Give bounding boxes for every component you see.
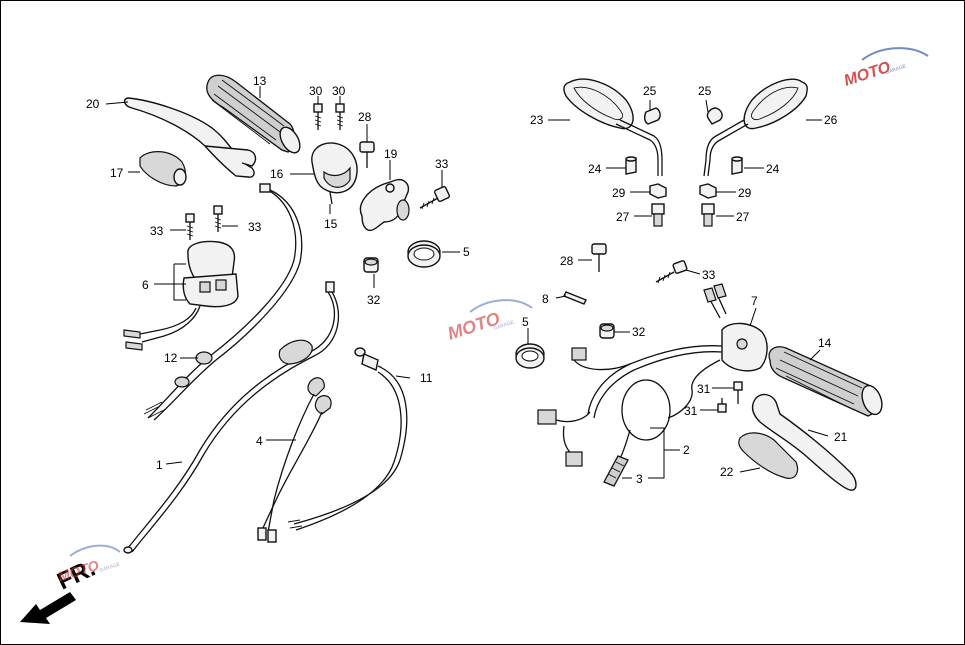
mirror-holder-left bbox=[359, 178, 410, 232]
callout-8: 8 bbox=[542, 292, 549, 306]
callout-6: 6 bbox=[142, 278, 149, 292]
band-clip-right bbox=[515, 343, 545, 369]
choke-cable bbox=[287, 347, 408, 531]
brake-light-switch-wire bbox=[603, 379, 671, 487]
nut-29-right bbox=[699, 183, 717, 199]
callout-29-left: 29 bbox=[612, 186, 626, 200]
callout-7: 7 bbox=[751, 294, 758, 308]
callout-32-left: 32 bbox=[367, 293, 381, 307]
callout-23: 23 bbox=[530, 113, 544, 127]
front-direction-arrow-icon bbox=[20, 592, 76, 624]
callout-24-right: 24 bbox=[766, 162, 780, 176]
throttle-cable bbox=[123, 281, 339, 554]
callout-33-left-b: 33 bbox=[248, 220, 262, 234]
left-grip bbox=[206, 74, 301, 154]
mirror-cap-left bbox=[643, 107, 661, 125]
mirror-left bbox=[563, 78, 663, 176]
callout-16: 16 bbox=[270, 167, 284, 181]
callout-27-right: 27 bbox=[736, 210, 750, 224]
callout-29-right: 29 bbox=[738, 186, 752, 200]
nut-32-right bbox=[599, 323, 615, 339]
screw-31-upper bbox=[733, 381, 743, 404]
clutch-switch-wire bbox=[257, 377, 332, 543]
adaptor-27-left bbox=[651, 203, 665, 227]
callout-28-right: 28 bbox=[560, 254, 574, 268]
screw-31-lower bbox=[717, 398, 727, 413]
callout-25-right: 25 bbox=[698, 84, 712, 98]
bolt-33-upper bbox=[419, 185, 451, 210]
right-grip bbox=[768, 346, 883, 417]
screw-33-b bbox=[213, 205, 223, 232]
mirror-cap-right bbox=[706, 107, 723, 125]
callout-26: 26 bbox=[824, 113, 838, 127]
callout-33-right: 33 bbox=[702, 268, 716, 282]
callout-25-left: 25 bbox=[643, 84, 657, 98]
mirror-right bbox=[703, 78, 808, 177]
clutch-lever bbox=[123, 97, 257, 178]
callout-30-right: 30 bbox=[332, 84, 346, 98]
callout-leaders bbox=[105, 86, 829, 479]
callout-5-right: 5 bbox=[522, 315, 529, 329]
bolt-33-right bbox=[655, 260, 688, 284]
screw-33-a bbox=[185, 213, 195, 240]
lever-cover bbox=[139, 151, 187, 187]
left-handlebar-switch bbox=[123, 240, 239, 351]
callout-28-left: 28 bbox=[358, 110, 372, 124]
throttle-housing bbox=[311, 142, 358, 205]
brake-lever bbox=[751, 393, 857, 491]
screw-30-right bbox=[335, 103, 345, 130]
pin-8 bbox=[563, 291, 587, 305]
callout-31-lower: 31 bbox=[684, 404, 698, 418]
callout-22: 22 bbox=[720, 465, 734, 479]
callout-21: 21 bbox=[834, 430, 848, 444]
callout-15: 15 bbox=[324, 217, 338, 231]
svg-text:GARAGE: GARAGE bbox=[99, 561, 122, 574]
callout-numbers: 13 30 30 28 19 33 20 17 16 15 33 33 6 12… bbox=[86, 74, 848, 486]
callout-4: 4 bbox=[256, 434, 263, 448]
band-clip-left bbox=[407, 240, 441, 268]
callout-30-left: 30 bbox=[309, 84, 323, 98]
watermark-logo-middle: MOTO GARAGE bbox=[445, 299, 533, 344]
callout-33-upper: 33 bbox=[435, 157, 449, 171]
nut-29-left bbox=[649, 183, 667, 199]
callout-14: 14 bbox=[818, 336, 832, 350]
bolt-28-right bbox=[591, 243, 607, 272]
callout-33-left-a: 33 bbox=[150, 224, 164, 238]
callout-3: 3 bbox=[636, 472, 643, 486]
adaptor-27-right bbox=[701, 203, 715, 227]
watermark-logo-top-right: MOTO GARAGE bbox=[842, 47, 929, 90]
callout-5-left: 5 bbox=[463, 245, 470, 259]
nut-32-left bbox=[363, 257, 379, 273]
callout-1: 1 bbox=[156, 458, 163, 472]
callout-17: 17 bbox=[110, 166, 124, 180]
callout-13: 13 bbox=[253, 74, 267, 88]
callout-2: 2 bbox=[683, 443, 690, 457]
sleeve-24-left bbox=[625, 156, 637, 175]
right-handlebar-switch bbox=[537, 283, 768, 467]
screw-30-left bbox=[313, 103, 323, 130]
callout-20: 20 bbox=[86, 97, 100, 111]
callout-32-right: 32 bbox=[632, 325, 646, 339]
sleeve-24-right bbox=[731, 156, 743, 175]
brake-lever-cover bbox=[738, 432, 799, 479]
callout-31-upper: 31 bbox=[697, 382, 711, 396]
callout-11: 11 bbox=[420, 371, 433, 385]
callout-27-left: 27 bbox=[616, 210, 630, 224]
bolt-28-left bbox=[359, 141, 375, 168]
callout-24-left: 24 bbox=[588, 162, 602, 176]
callout-19: 19 bbox=[384, 147, 398, 161]
callout-12: 12 bbox=[164, 351, 178, 365]
